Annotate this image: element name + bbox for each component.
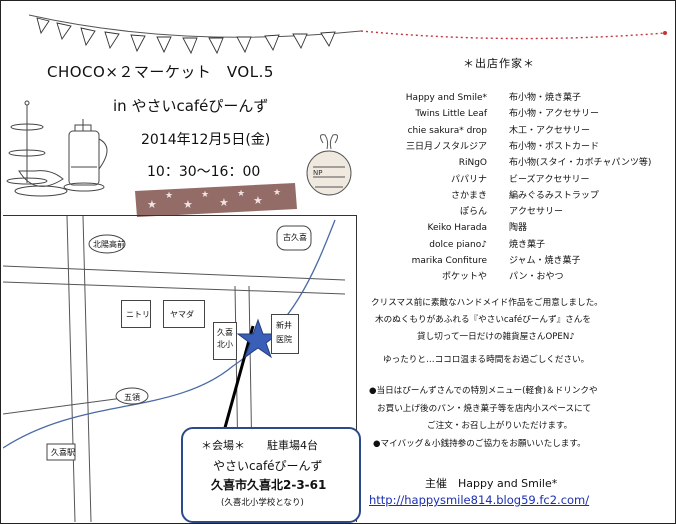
note-line: お買い上げ後のパン・焼き菓子等を店内小スペースにて <box>377 403 592 414</box>
vendor-category: 布小物・焼き菓子 <box>509 93 582 103</box>
vendor-category: 木工・アクセサリー <box>509 125 591 136</box>
note-line: ●当日はぴーんずさんでの特別メニュー(軽食)＆ドリンクや <box>369 386 598 396</box>
event-time: 10：30～16：00 <box>147 164 261 180</box>
vendor-category: 編みぐるみストラップ <box>509 190 599 201</box>
svg-text:★: ★ <box>273 188 281 198</box>
vendors-heading: ＊出店作家＊ <box>463 57 535 70</box>
message-line: 貸し切って一日だけの雑貨屋さんOPEN♪ <box>417 332 575 342</box>
event-venue: in やさいcaféぴーんず <box>113 97 269 115</box>
vendor-category: ジャム・焼き菓子 <box>509 256 581 266</box>
svg-text:★: ★ <box>183 198 193 211</box>
svg-text:★: ★ <box>219 196 229 209</box>
label-goryo: 五領 <box>124 393 140 402</box>
event-date: 2014年12月5日(金) <box>141 132 271 148</box>
vendor-category: 陶器 <box>509 223 528 234</box>
vendor-category: 焼き菓子 <box>509 239 546 250</box>
message-line: クリスマス前に素敵なハンドメイド作品をご用意しました。 <box>371 298 603 308</box>
vendor-name: Keiko Harada <box>427 223 487 234</box>
vendor-category: 布小物(スタイ・カボチャパンツ等) <box>509 158 652 169</box>
vendor-name: ポケットや <box>441 272 487 283</box>
vendor-name: Twins Little Leaf <box>415 109 487 120</box>
yamada-block: ヤマダ <box>163 300 205 328</box>
svg-text:★: ★ <box>253 194 263 207</box>
label-kitakuki-takamae: 北陽高前 <box>93 240 125 249</box>
svg-text:★: ★ <box>237 189 245 199</box>
vendor-category: 布小物・アクセサリー <box>509 109 600 120</box>
label-kuki-station: 久喜駅 <box>51 448 75 457</box>
venue-callout: ＊会場＊ 駐車場4台 やさいcaféぴーんず 久喜市久喜北2-3-61 (久喜北… <box>181 427 361 523</box>
message-line: 木のぬくもりがあふれる『やさいcaféぴーんず』さんを <box>375 315 591 325</box>
vendor-name: 三日月ノスタルジア <box>405 141 487 152</box>
label-nitori: ニトリ <box>126 310 150 319</box>
vendor-name: ぽらん <box>459 207 487 218</box>
label-yamada: ヤマダ <box>170 310 194 319</box>
washi-tape: ★ ★ ★ ★ ★ ★ ★ ★ <box>135 183 297 217</box>
note-line: ●マイバッグ＆小銭持参のご協力をお願いいたします。 <box>373 438 586 449</box>
callout-address: 久喜市久喜北2-3-61 <box>211 478 327 492</box>
event-title: CHOCO×２マーケット VOL.5 <box>47 63 274 81</box>
vendor-name: chie sakura* drop <box>407 125 487 136</box>
svg-text:NP: NP <box>313 169 322 177</box>
svg-text:★: ★ <box>165 191 173 201</box>
message-block: クリスマス前に素敵なハンドメイド作品をご用意しました。 木のぬくもりがあふれる『… <box>371 295 603 369</box>
vendor-category: ビーズアクセサリー <box>509 174 590 185</box>
callout-landmark: (久喜北小学校となり) <box>221 498 304 508</box>
vendor-name: パパリナ <box>450 174 487 185</box>
label-kuki-kitasho: 久喜北小 <box>217 328 233 349</box>
tea-set-illustration <box>6 100 108 197</box>
svg-text:★: ★ <box>201 190 209 200</box>
vendor-name: Happy and Smile* <box>405 93 487 103</box>
vendor-name: dolce piano♪ <box>429 239 487 250</box>
vendor-name: marika Confiture <box>411 256 487 266</box>
blog-link[interactable]: http://happysmile814.blog59.fc2.com/ <box>369 493 590 507</box>
clinic-block: 新井医院 <box>271 314 299 354</box>
note-line: ご注文・お召し上がりいただけます。 <box>427 421 573 431</box>
sewing-illustration: NP <box>306 134 352 196</box>
notes-block: ●当日はぴーんずさんでの特別メニュー(軽食)＆ドリンクや お買い上げ後のパン・焼… <box>369 383 598 453</box>
vendor-name: さかまき <box>450 190 487 201</box>
pennant-flags <box>36 17 336 55</box>
callout-venue-name: やさいcaféぴーんず <box>213 459 323 473</box>
school-block: 久喜北小 <box>213 322 237 360</box>
organizer: 主催 Happy and Smile* <box>425 477 558 490</box>
callout-heading: ＊会場＊ 駐車場4台 <box>201 439 318 452</box>
message-line: ゆったりと…ココロ温まる時間をお過ごしください。 <box>383 355 590 365</box>
label-arai-clinic: 新井医院 <box>276 321 292 344</box>
label-kokugi: 古久喜 <box>283 233 307 242</box>
svg-text:★: ★ <box>147 198 157 211</box>
vendor-category: 布小物・ポストカード <box>509 141 600 152</box>
vendor-category: アクセサリー <box>509 207 564 218</box>
vendor-category: パン・おやつ <box>509 272 564 283</box>
vendor-name: RiNgO <box>458 158 487 169</box>
nitori-block: ニトリ <box>121 300 151 328</box>
bunting-garland <box>28 14 667 55</box>
